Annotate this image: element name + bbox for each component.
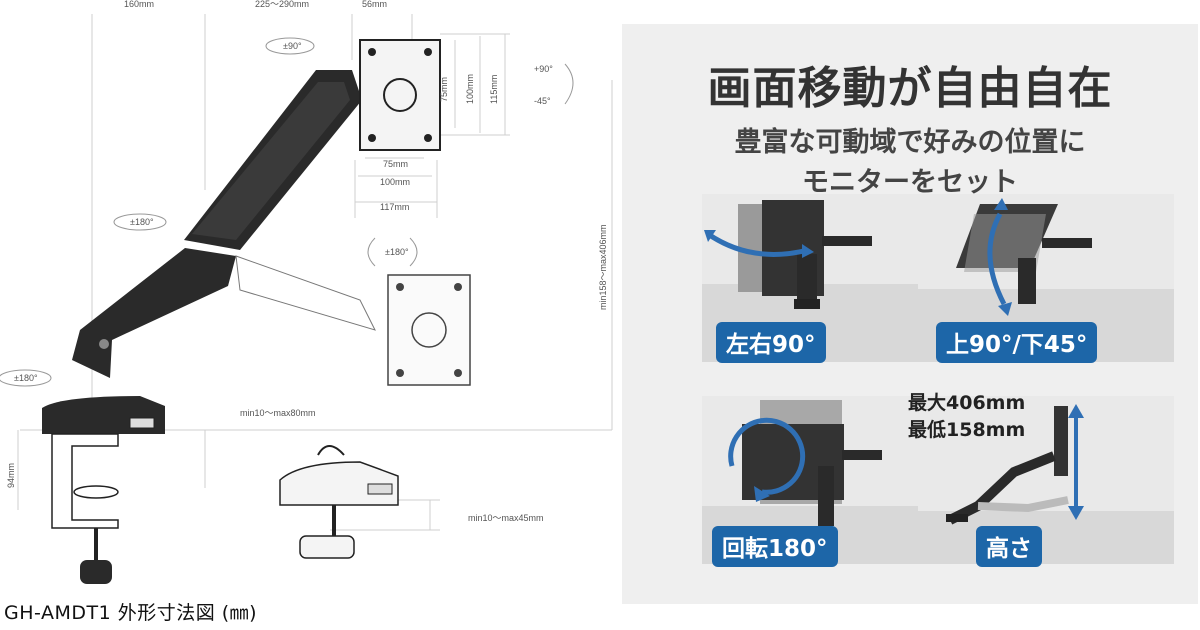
- panel-title: 画面移動が自由自在: [707, 63, 1113, 114]
- height-spec-text: 最大406mm 最低158mm: [908, 390, 1025, 444]
- rotate-top-label: ±90°: [283, 41, 302, 51]
- dim-115-vertical: 115mm: [489, 75, 499, 104]
- panel-subtitle-line2: モニターをセット: [802, 167, 1018, 198]
- feature-tilt-label: 上90°/下45°: [936, 322, 1098, 363]
- feature-rotate-label: 回転180°: [712, 526, 838, 567]
- dim-160: 160mm: [124, 0, 154, 9]
- monitor-arm-line-drawing: 160mm 225〜290mm 56mm 75mm 100mm 115mm 75…: [0, 0, 613, 584]
- panel-subtitle-line1: 豊富な可動域で好みの位置に: [734, 127, 1086, 158]
- rotate-base-label: ±180°: [14, 373, 38, 383]
- feature-rotate-tile: 回転180°: [702, 396, 958, 567]
- feature-height-tile: 最大406mm 最低158mm 高さ: [908, 392, 1174, 567]
- height-max-text: 最大406mm: [908, 392, 1026, 414]
- dim-100-horizontal: 100mm: [380, 177, 410, 187]
- height-range-label: min158〜max406mm: [598, 224, 608, 310]
- height-illustration: [918, 404, 1174, 564]
- feature-panel: 画面移動が自由自在 豊富な可動域で好みの位置に モニターをセット 左右90°: [622, 24, 1198, 604]
- dim-75-horizontal: 75mm: [383, 159, 408, 169]
- feature-height-label: 高さ: [976, 526, 1042, 567]
- height-min-text: 最低158mm: [908, 419, 1026, 441]
- reach-label: min10〜max80mm: [240, 408, 316, 418]
- swivel-illustration: [702, 200, 958, 362]
- feature-tilt-tile: 上90°/下45°: [918, 194, 1174, 363]
- model-caption: GH-AMDT1 外形寸法図 (㎜): [4, 602, 258, 624]
- feature-swivel-tile: 左右90°: [702, 194, 958, 363]
- dim-117-horizontal: 117mm: [380, 202, 409, 212]
- tilt-down-label: -45°: [534, 96, 551, 106]
- dimension-drawing: 160mm 225〜290mm 56mm 75mm 100mm 115mm 75…: [0, 0, 613, 624]
- dim-100-vertical: 100mm: [465, 74, 475, 104]
- rotate-plate-label: ±180°: [385, 247, 409, 257]
- dim-75-vertical: 75mm: [439, 77, 449, 102]
- rotate-mid-label: ±180°: [130, 217, 154, 227]
- dim-225-290: 225〜290mm: [255, 0, 309, 9]
- tilt-up-label: +90°: [534, 64, 553, 74]
- clamp-range-label: min10〜max45mm: [468, 513, 544, 523]
- dim-56: 56mm: [362, 0, 387, 9]
- clamp-height-label: 94mm: [6, 463, 16, 488]
- feature-swivel-label: 左右90°: [716, 322, 826, 363]
